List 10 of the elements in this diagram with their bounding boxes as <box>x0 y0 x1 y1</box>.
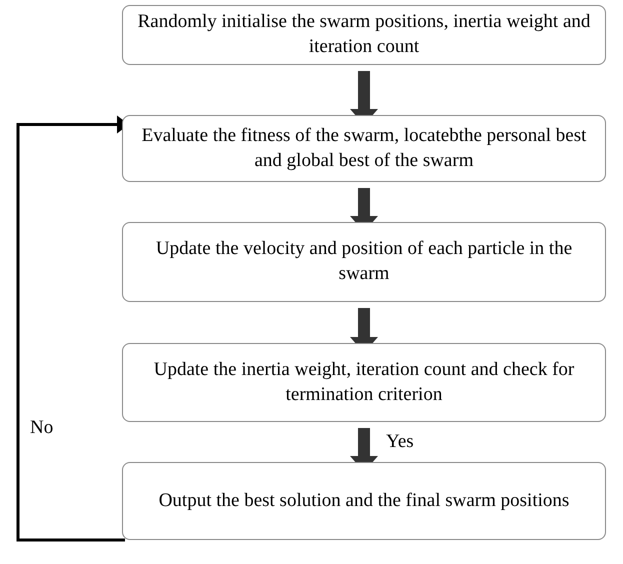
process-box <box>122 5 606 65</box>
box-text: Output the best solution and the final swarm positions <box>158 488 570 513</box>
process-box <box>122 343 606 422</box>
box-text: Update the velocity and position of each particle in the swarm <box>154 237 574 286</box>
box-text: Evaluate the fitness of the swarm, locatebthe personal best and global best of the swarm <box>140 124 588 172</box>
process-box <box>122 462 606 540</box>
box-text: Update the inertia weight, iteration count and check for termination criterion <box>152 358 576 406</box>
process-box <box>122 222 606 302</box>
process-box <box>122 115 606 182</box>
box-text: Randomly initialise the swarm positions, inertia weight and iteration count <box>136 10 592 59</box>
